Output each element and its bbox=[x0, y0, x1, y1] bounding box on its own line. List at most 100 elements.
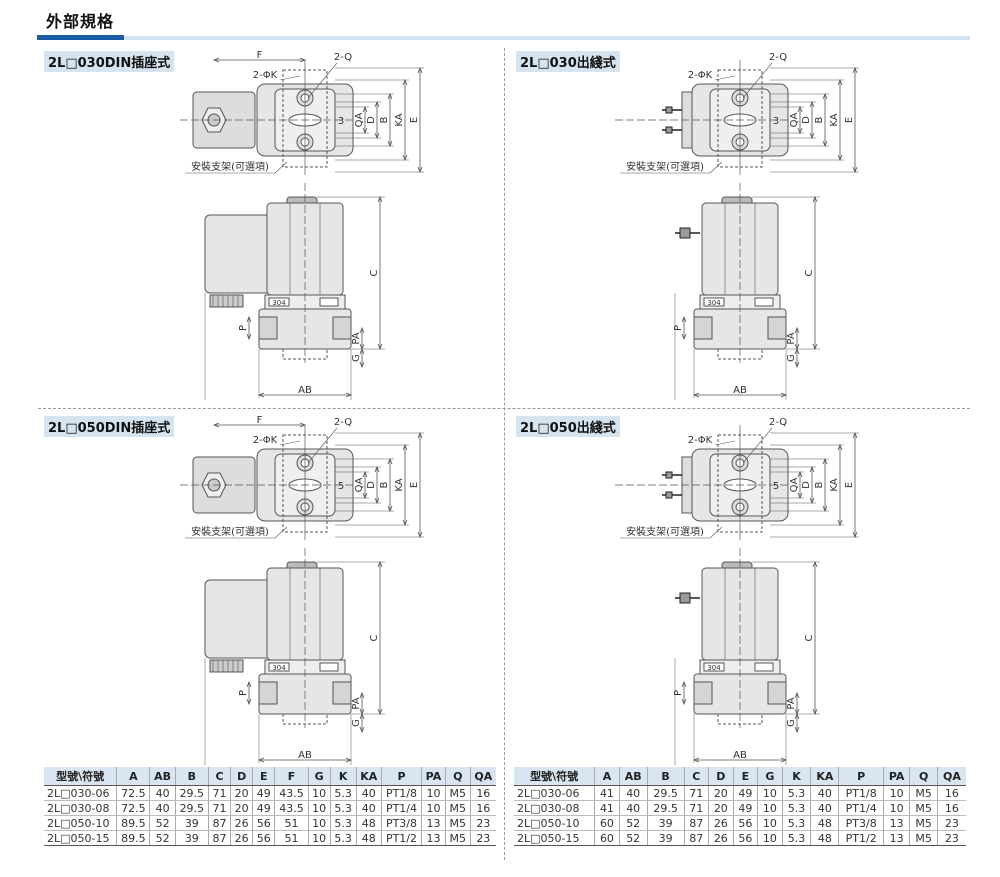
drawing-line bbox=[714, 75, 736, 81]
table-cell: M5 bbox=[909, 785, 938, 801]
drawing-line bbox=[852, 431, 858, 539]
table-cell: 10 bbox=[757, 785, 783, 801]
table-cell: 10 bbox=[421, 800, 446, 816]
table-cell: PT3/8 bbox=[838, 815, 884, 831]
table-cell: 2L□030-06 bbox=[514, 785, 595, 801]
column-header: P bbox=[380, 767, 422, 786]
dim-D: D bbox=[366, 481, 377, 489]
dim-C: C bbox=[804, 269, 815, 276]
table-cell: 2L□030-08 bbox=[514, 800, 595, 816]
drawing-line bbox=[246, 680, 252, 706]
table-cell: 39 bbox=[646, 830, 684, 846]
divider bbox=[504, 48, 505, 860]
drawing-line bbox=[692, 757, 788, 763]
drawing-line bbox=[279, 440, 301, 446]
table-cell: M5 bbox=[909, 815, 938, 831]
port-in bbox=[693, 316, 713, 340]
drawing-line bbox=[257, 757, 353, 763]
table-cell: PT1/4 bbox=[380, 800, 422, 816]
drawing-line bbox=[797, 470, 803, 500]
column-header: AB bbox=[149, 767, 176, 786]
dim-G: G bbox=[786, 354, 797, 362]
panel-label: 2L□030出綫式 bbox=[516, 51, 620, 72]
column-header: A bbox=[594, 767, 620, 786]
table-cell: 60 bbox=[594, 830, 620, 846]
table-cell: 71 bbox=[683, 800, 709, 816]
drawing-line bbox=[809, 100, 815, 140]
title-underline bbox=[124, 36, 970, 40]
table-cell: PT1/4 bbox=[838, 800, 884, 816]
drawing-line bbox=[246, 315, 252, 341]
drawing-line bbox=[809, 465, 815, 505]
table-cell: 26 bbox=[708, 830, 734, 846]
dim-E: E bbox=[844, 482, 855, 488]
table-cell: 87 bbox=[207, 815, 231, 831]
table-cell: 52 bbox=[618, 830, 648, 846]
table-cell: 10 bbox=[882, 800, 910, 816]
panel-label: 2L□030DIN插座式 bbox=[44, 51, 175, 72]
table-cell: PT1/2 bbox=[380, 830, 422, 846]
table-cell: 48 bbox=[810, 815, 839, 831]
table-cell: 56 bbox=[732, 815, 758, 831]
wire-terminal bbox=[665, 126, 673, 134]
din-connector-housing bbox=[204, 579, 276, 659]
table-cell: 87 bbox=[207, 830, 231, 846]
dim-PA: PA bbox=[351, 697, 362, 709]
material-tag bbox=[268, 297, 290, 307]
drawing-line bbox=[359, 712, 365, 734]
column-header: B bbox=[174, 767, 209, 786]
column-header: P bbox=[838, 767, 884, 786]
panel-label: 2L□050DIN插座式 bbox=[44, 416, 175, 437]
bracket-note: 安裝支架(可選項) bbox=[626, 160, 704, 173]
table-cell: 40 bbox=[355, 785, 382, 801]
dim-E: E bbox=[844, 117, 855, 123]
table-cell: 16 bbox=[936, 785, 966, 801]
wire-terminal bbox=[665, 491, 673, 499]
port-number: 5 bbox=[773, 481, 779, 492]
table-cell: 23 bbox=[469, 815, 496, 831]
drawing-line bbox=[742, 427, 773, 464]
flow-direction-arrow-icon bbox=[319, 662, 339, 672]
drawing-line bbox=[359, 347, 365, 369]
drawing-line bbox=[709, 526, 723, 539]
drawing-line bbox=[742, 62, 773, 99]
table-cell: 52 bbox=[618, 815, 648, 831]
column-header: D bbox=[708, 767, 734, 786]
table-cell: 40 bbox=[810, 800, 839, 816]
table-cell: M5 bbox=[444, 785, 471, 801]
drawing-line bbox=[822, 457, 828, 513]
column-header: B bbox=[646, 767, 684, 786]
dim-F: F bbox=[257, 415, 263, 426]
material-tag bbox=[703, 662, 725, 672]
column-header: AB bbox=[618, 767, 648, 786]
bracket-note: 安裝支架(可選項) bbox=[626, 525, 704, 538]
dim-P: P bbox=[673, 690, 684, 696]
dim-2-K: 2-ΦK bbox=[253, 70, 278, 81]
table-cell: M5 bbox=[909, 800, 938, 816]
port-in bbox=[258, 681, 278, 705]
dim-QA: QA bbox=[789, 477, 800, 492]
dim-E: E bbox=[409, 482, 420, 488]
table-cell: 89.5 bbox=[116, 830, 150, 846]
table-cell: 2L□050-15 bbox=[514, 830, 595, 846]
table-cell: 41 bbox=[594, 800, 620, 816]
table-cell: 5.3 bbox=[329, 815, 357, 831]
dim-QA: QA bbox=[354, 477, 365, 492]
wire-terminal bbox=[665, 106, 673, 114]
material-label: 304 bbox=[707, 299, 721, 307]
bracket-note: 安裝支架(可選項) bbox=[191, 525, 269, 538]
table-cell: 52 bbox=[149, 815, 176, 831]
table-cell: 5.3 bbox=[781, 815, 811, 831]
title-accent-bar bbox=[37, 35, 124, 40]
din-connector-housing bbox=[204, 214, 276, 294]
drawing-line bbox=[709, 161, 723, 174]
flow-direction-arrow-icon bbox=[754, 662, 774, 672]
drawing-line bbox=[681, 315, 687, 341]
